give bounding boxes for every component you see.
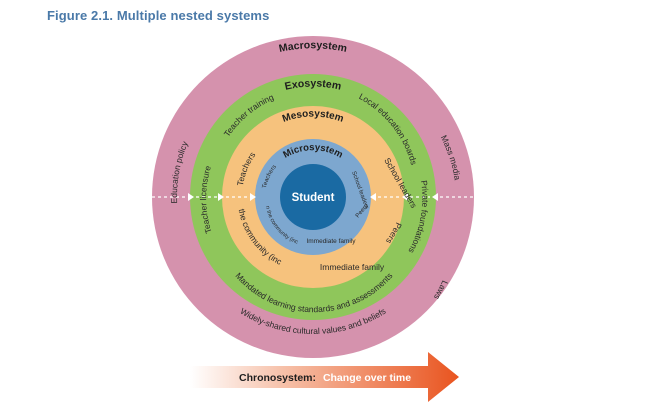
student-label: Student <box>292 192 335 204</box>
chronosystem-arrow <box>190 352 459 402</box>
connector-arrowheads <box>188 193 438 201</box>
figure-title: Figure 2.1. Multiple nested systems <box>47 8 270 23</box>
exosystem-title: Exosystem <box>284 78 343 93</box>
micro-item-immediate-family: Immediate family <box>306 238 356 245</box>
macrosystem-title: Macrosystem <box>278 39 348 55</box>
meso-item-immediate-family: Immediate family <box>320 262 385 272</box>
chronosystem-label: Chronosystem: <box>239 372 316 384</box>
chronosystem-value: Change over time <box>323 372 411 384</box>
chronosystem-text: Chronosystem: Change over time <box>239 372 411 384</box>
student-center <box>280 164 346 230</box>
mesosystem-title: Mesosystem <box>281 108 345 124</box>
